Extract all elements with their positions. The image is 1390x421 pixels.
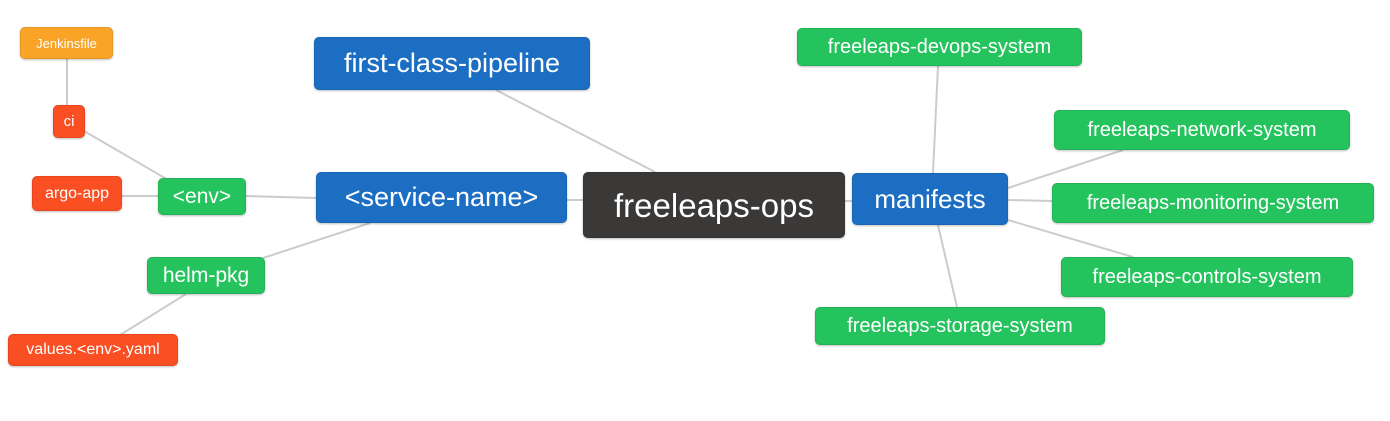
node-argo-app[interactable]: argo-app: [32, 176, 122, 211]
node-first-class-pipeline[interactable]: first-class-pipeline: [314, 37, 590, 90]
edge-helm-pkg-values-env-yaml: [119, 293, 187, 336]
edge-manifests-monitoring-system: [1007, 199, 1053, 202]
node-freeleaps-ops[interactable]: freeleaps-ops: [583, 172, 845, 238]
node-manifests[interactable]: manifests: [852, 173, 1008, 225]
node-values-env-yaml[interactable]: values.<env>.yaml: [8, 334, 178, 366]
node-ci[interactable]: ci: [53, 105, 85, 138]
edge-first-class-pipeline-freeleaps-ops: [495, 89, 656, 173]
edge-manifests-devops-system: [932, 65, 939, 174]
node-service-name[interactable]: <service-name>: [316, 172, 567, 223]
edge-ci-env: [83, 130, 171, 182]
edge-manifests-storage-system: [937, 224, 958, 308]
node-freeleaps-network-system[interactable]: freeleaps-network-system: [1054, 110, 1350, 150]
node-jenkinsfile[interactable]: Jenkinsfile: [20, 27, 113, 59]
edge-env-service-name: [245, 195, 317, 199]
node-helm-pkg[interactable]: helm-pkg: [147, 257, 265, 294]
node-freeleaps-monitoring-system[interactable]: freeleaps-monitoring-system: [1052, 183, 1374, 223]
node-freeleaps-devops-system[interactable]: freeleaps-devops-system: [797, 28, 1082, 66]
node-freeleaps-storage-system[interactable]: freeleaps-storage-system: [815, 307, 1105, 345]
node-freeleaps-controls-system[interactable]: freeleaps-controls-system: [1061, 257, 1353, 297]
edge-service-name-helm-pkg: [262, 222, 371, 259]
node-env[interactable]: <env>: [158, 178, 246, 215]
edge-manifests-network-system: [1007, 149, 1124, 189]
edge-manifests-controls-system: [1007, 219, 1134, 258]
